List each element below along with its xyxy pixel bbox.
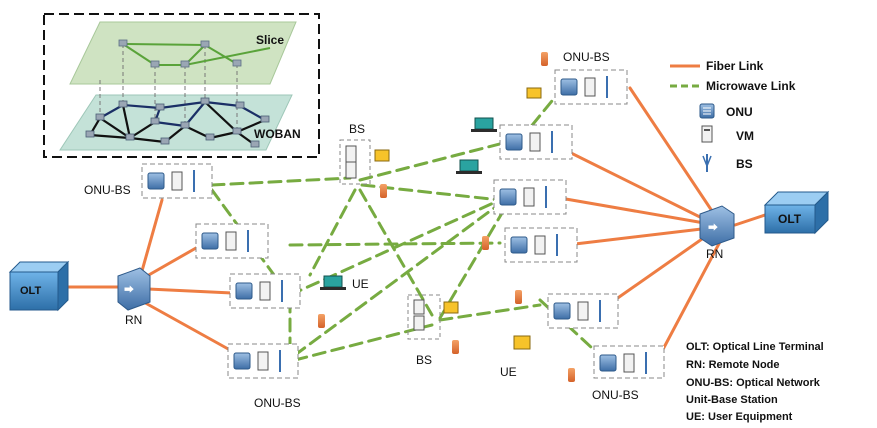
splitter-icon: ⮕: [708, 223, 718, 234]
onu-bs-node[interactable]: [227, 343, 299, 379]
bs-bottom[interactable]: [407, 294, 459, 354]
legend-microwave-label: Microwave Link: [706, 79, 796, 93]
woban-nodes: [85, 97, 270, 148]
onu-icon: [147, 172, 165, 190]
slice-plane: [69, 21, 297, 85]
inset-dashed-border: [43, 13, 320, 158]
onu-bs-node[interactable]: [499, 124, 573, 160]
bs-top-label: BS: [349, 122, 365, 136]
onu-bs-groups: [141, 69, 665, 379]
onu-bs-top-left-label: ONU-BS: [84, 183, 131, 197]
onu-bs-node[interactable]: [547, 293, 619, 329]
onu-bs-bottom-right-label: ONU-BS: [592, 388, 639, 402]
vm-icon: [225, 231, 237, 251]
onu-bs-node[interactable]: [554, 69, 628, 105]
vm-icon: [584, 77, 596, 97]
onu-bs-node[interactable]: [195, 223, 269, 259]
onu-icon: [233, 352, 251, 370]
legend-fiber-label: Fiber Link: [706, 59, 764, 73]
onu-icon: [510, 236, 528, 254]
slice-woban-inset: Slice WOBAN: [43, 13, 320, 158]
vm-icon: [534, 235, 546, 255]
slice-nodes: [118, 39, 242, 68]
legend-bs-icon: [702, 154, 712, 172]
olt-right-label: OLT: [778, 212, 802, 226]
legend-vm-icon: [701, 125, 713, 143]
onu-bs-node[interactable]: [593, 345, 665, 379]
slice-label: Slice: [256, 33, 284, 47]
woban-label: WOBAN: [254, 127, 301, 141]
legend-onu-label: ONU: [726, 105, 753, 119]
onu-bs-top-right-label: ONU-BS: [563, 50, 610, 64]
olt-left-label: OLT: [20, 285, 41, 297]
vm-icon: [259, 281, 271, 301]
bs-top[interactable]: [339, 139, 390, 198]
legend: Fiber Link Microwave Link ONU VM BS: [670, 59, 796, 172]
onu-bs-node[interactable]: [229, 273, 301, 309]
glossary-onu-bs: ONU-BS: Optical Network: [686, 377, 821, 389]
legend-bs-label: BS: [736, 157, 753, 171]
glossary-olt: OLT: Optical Line Terminal: [686, 341, 824, 353]
onu-icon: [235, 282, 253, 300]
onu-bs-node[interactable]: [493, 179, 567, 215]
olt-right[interactable]: OLT: [763, 190, 830, 235]
onu-icon: [505, 133, 523, 151]
vm-icon: [529, 132, 541, 152]
vm-icon: [257, 351, 269, 371]
bs-bottom-label: BS: [416, 353, 432, 367]
slice-mapping-lines: [99, 44, 238, 132]
ue-laptop-middle[interactable]: [320, 275, 346, 290]
legend-onu-icon: [699, 103, 715, 119]
onu-icon: [201, 232, 219, 250]
onu-icon: [560, 78, 578, 96]
vm-icon: [171, 171, 183, 191]
onu-bs-node[interactable]: [504, 227, 578, 263]
rn-left-label: RN: [125, 313, 142, 327]
splitter-icon: ⮕: [124, 285, 134, 296]
glossary-onu-bs-cont: Unit-Base Station: [686, 394, 778, 406]
vm-icon: [623, 353, 635, 373]
ue-middle-label: UE: [352, 277, 369, 291]
onu-icon: [553, 302, 571, 320]
onu-icon: [599, 354, 617, 372]
onu-icon: [499, 188, 517, 206]
ue-extras[interactable]: [318, 52, 575, 382]
glossary: OLT: Optical Line Terminal RN: Remote No…: [686, 341, 824, 423]
rn-right-label: RN: [706, 247, 723, 261]
vm-icon: [577, 301, 589, 321]
ue-tablet-bottom[interactable]: [513, 335, 531, 350]
onu-bs-node[interactable]: [141, 163, 213, 199]
glossary-rn: RN: Remote Node: [686, 359, 780, 371]
ue-laptops-right[interactable]: [456, 117, 497, 174]
rn-left[interactable]: ⮕: [117, 267, 151, 311]
onu-bs-bottom-left-label: ONU-BS: [254, 396, 301, 410]
ue-bottom-label: UE: [500, 365, 517, 379]
fiber-links: [66, 86, 767, 357]
rn-right[interactable]: ⮕: [699, 205, 735, 247]
legend-vm-label: VM: [736, 129, 754, 143]
olt-left[interactable]: OLT: [8, 260, 70, 312]
glossary-ue: UE: User Equipment: [686, 411, 793, 423]
vm-icon: [523, 187, 535, 207]
